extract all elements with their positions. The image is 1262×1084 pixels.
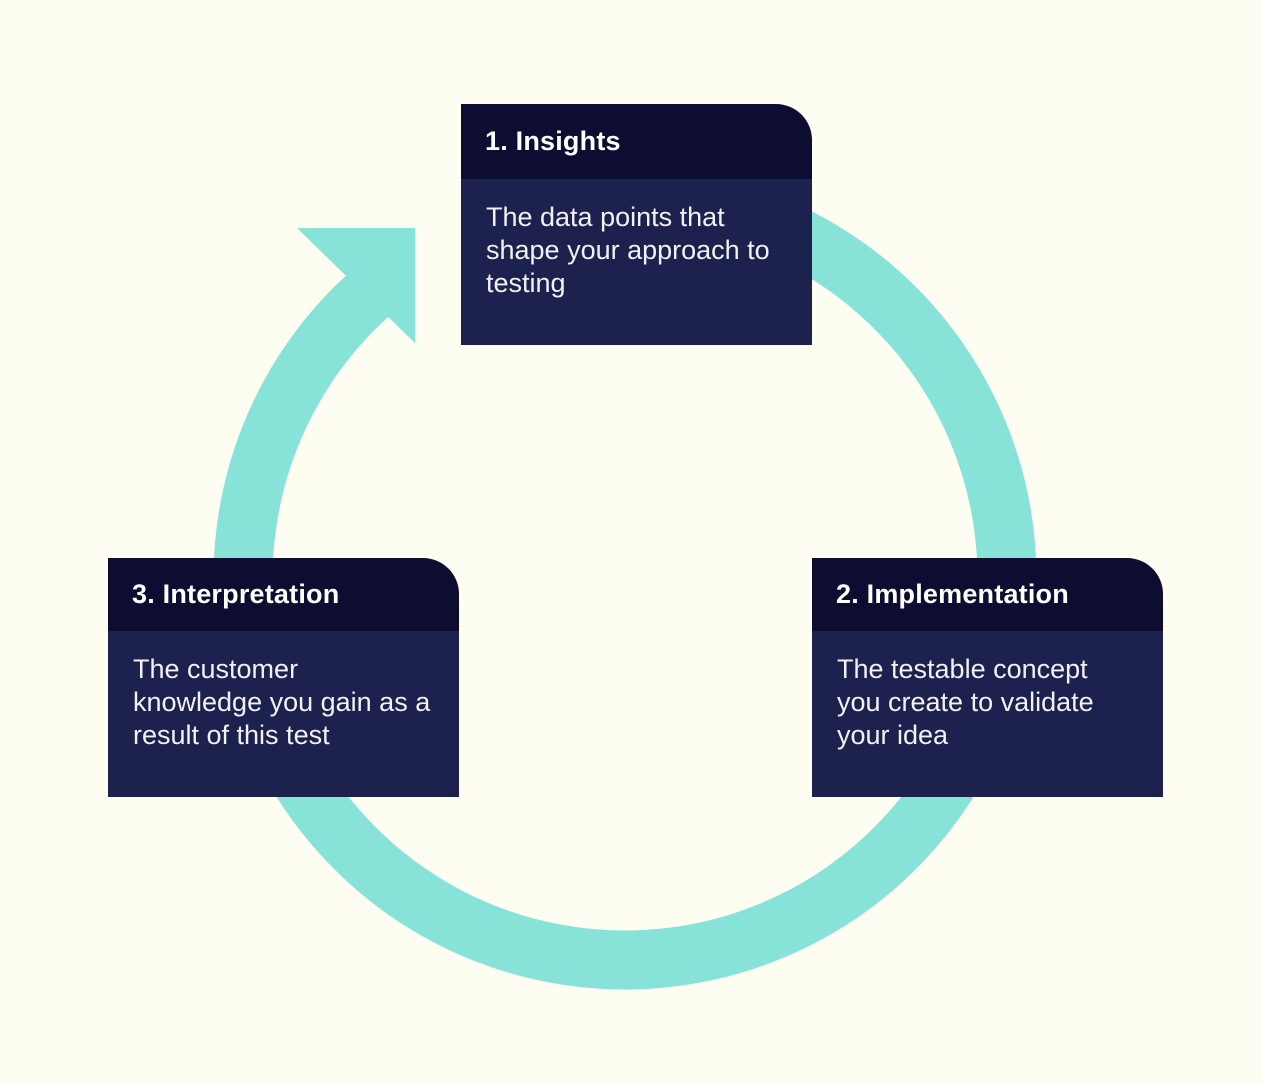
step-card-interpretation: 3. Interpretation The customer knowledge… <box>108 558 459 797</box>
step-header-interpretation: 3. Interpretation <box>108 558 459 631</box>
step-title-interpretation: 3. Interpretation <box>132 579 340 609</box>
step-description-insights: The data points that shape your approach… <box>461 179 812 345</box>
step-description-interpretation: The customer knowledge you gain as a res… <box>108 631 459 797</box>
cycle-arrowhead-icon <box>297 228 415 343</box>
step-card-insights: 1. Insights The data points that shape y… <box>461 104 812 345</box>
step-card-implementation: 2. Implementation The testable concept y… <box>812 558 1163 797</box>
step-header-insights: 1. Insights <box>461 104 812 179</box>
step-description-implementation: The testable concept you create to valid… <box>812 631 1163 797</box>
step-title-insights: 1. Insights <box>485 126 621 156</box>
step-title-implementation: 2. Implementation <box>836 579 1069 609</box>
step-header-implementation: 2. Implementation <box>812 558 1163 631</box>
